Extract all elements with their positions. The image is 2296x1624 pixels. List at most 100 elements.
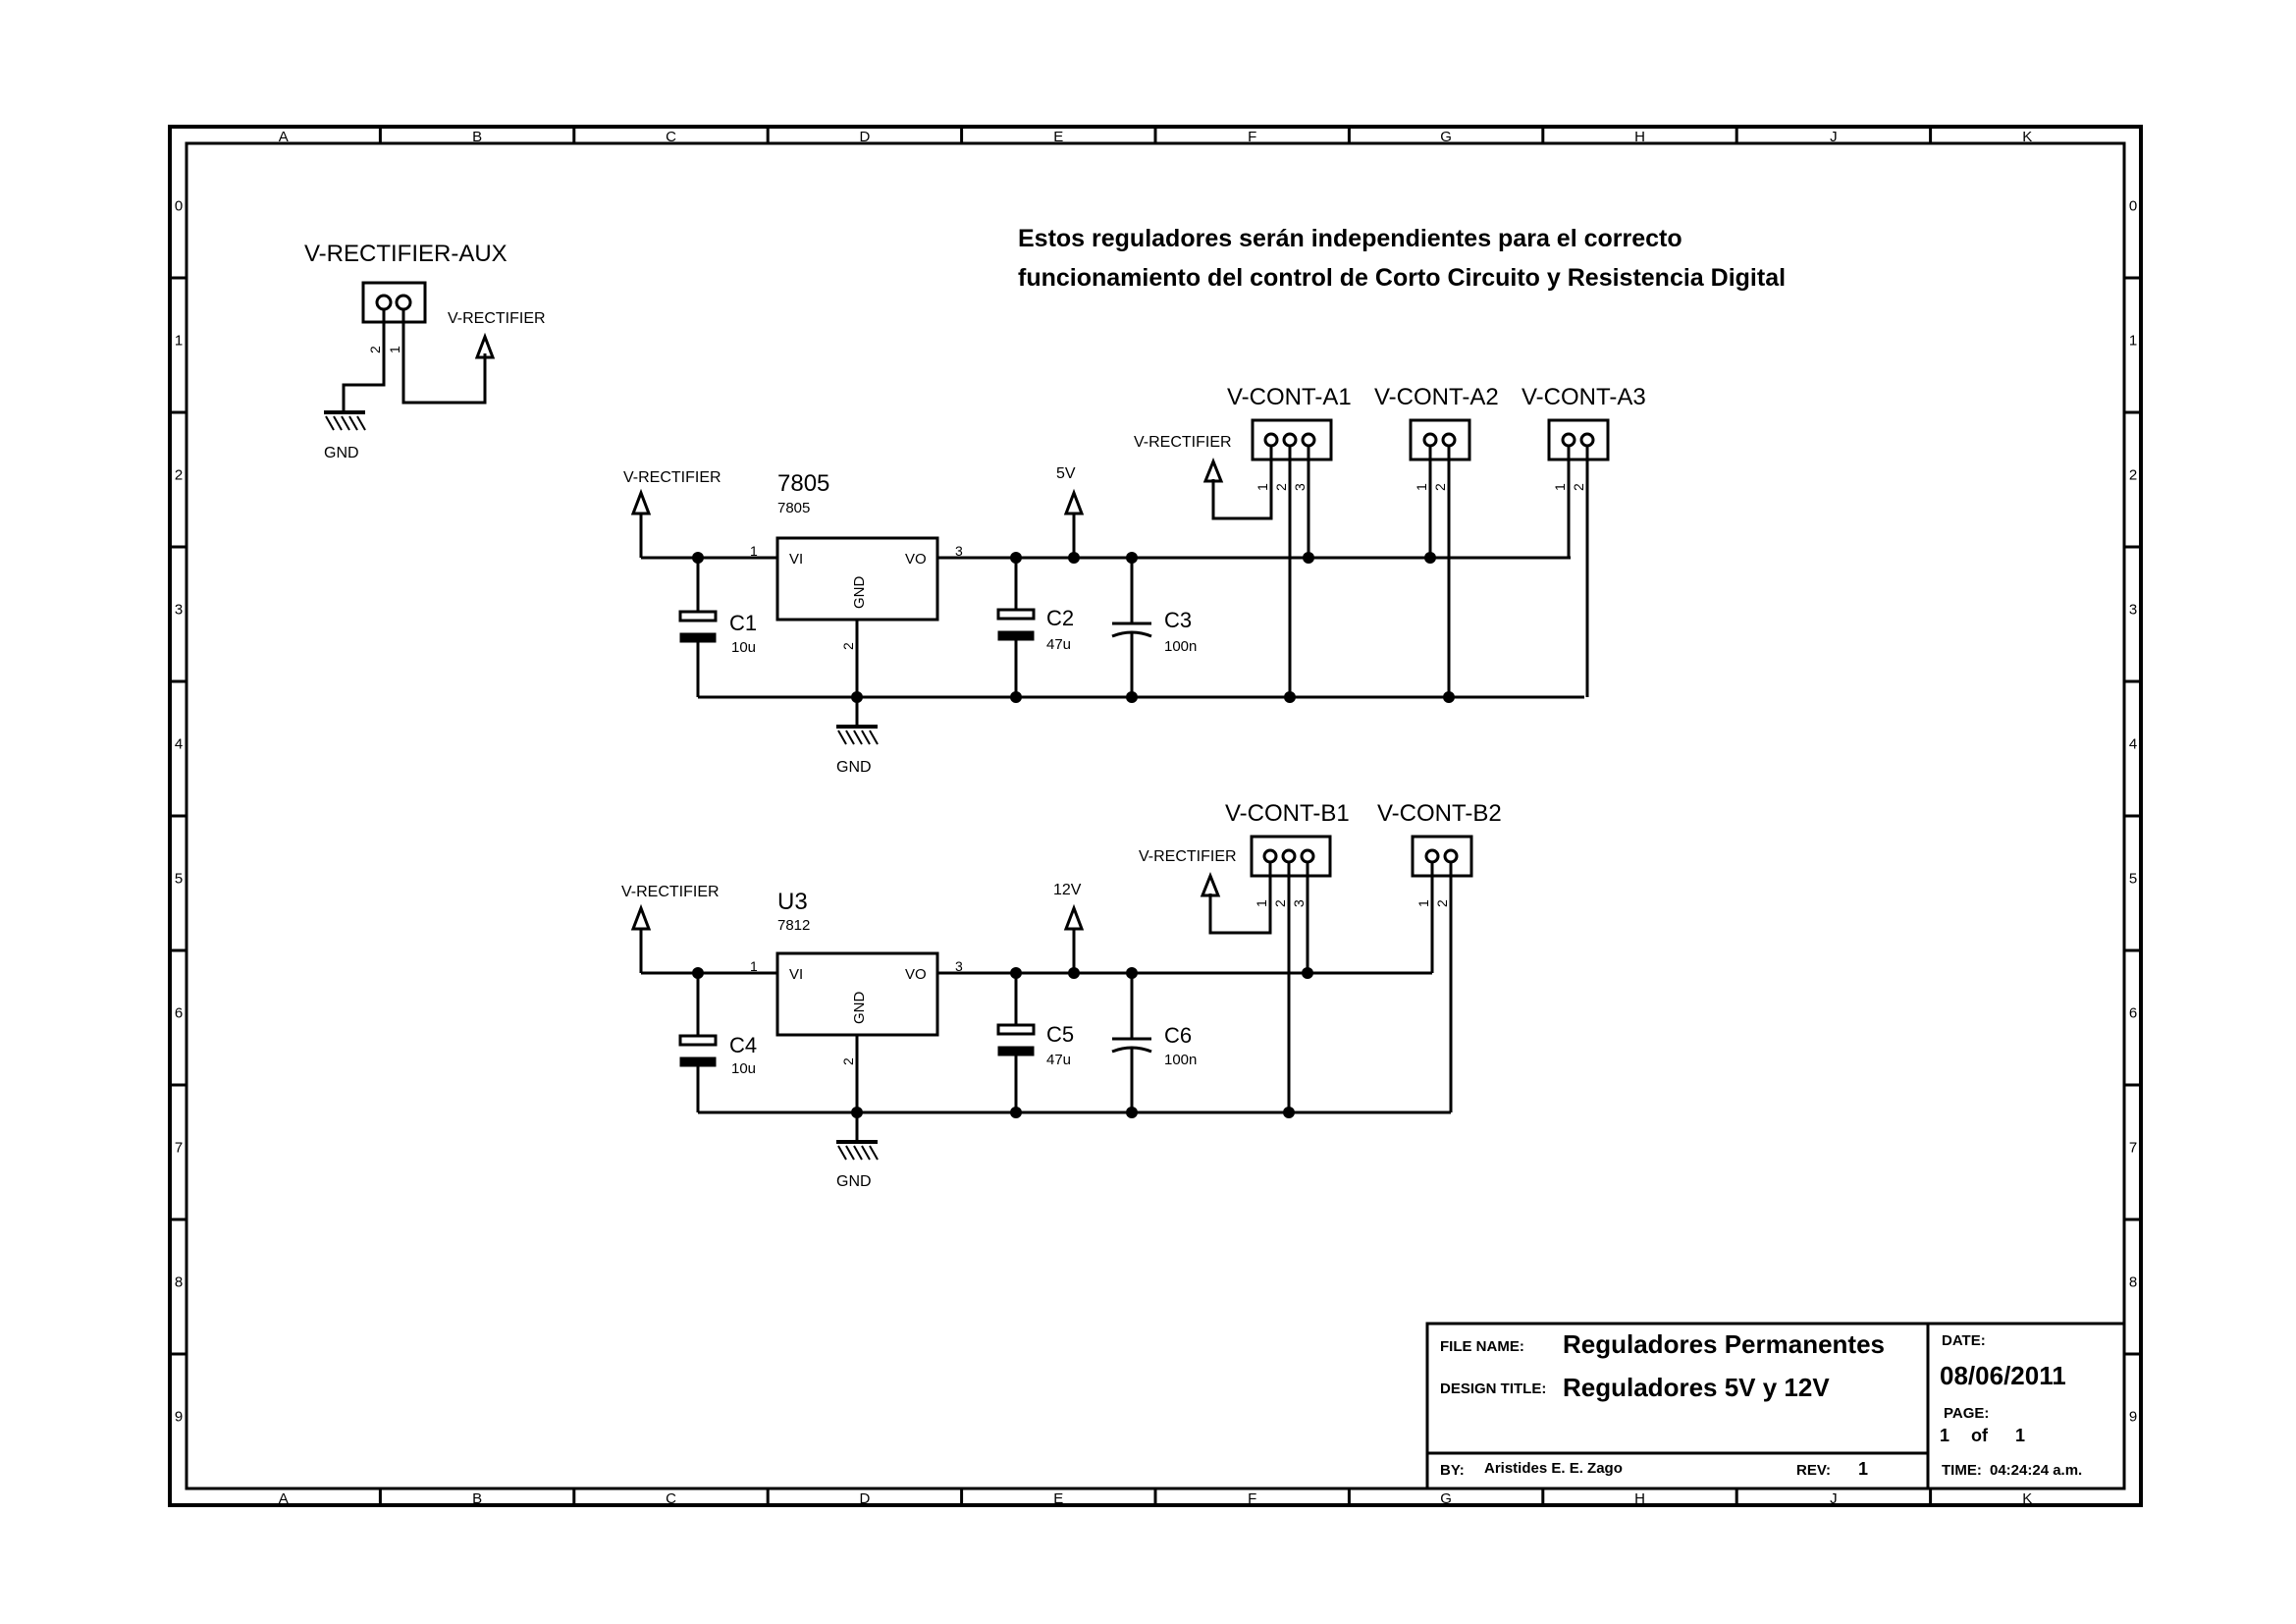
- pin-num: 1: [1552, 483, 1568, 491]
- pin-num: 2: [1571, 483, 1586, 491]
- connector-ref-b1: V-CONT-B1: [1225, 800, 1350, 827]
- output-label-12v: 12V: [1053, 882, 1082, 898]
- ground-symbol: [836, 1140, 879, 1161]
- regulator-value-5v: 7805: [777, 500, 810, 516]
- regulator-num-in: 1: [750, 543, 758, 559]
- border-label-right-2: 2: [2129, 467, 2137, 484]
- ground-symbol: [324, 410, 366, 431]
- border-label-left-1: 1: [175, 333, 183, 350]
- power-arrow-icon: [1202, 457, 1224, 483]
- page-total: 1: [2015, 1426, 2025, 1445]
- border-label-bottom-4: E: [1053, 1490, 1063, 1507]
- power-arrow-icon: [1200, 871, 1221, 897]
- connector-body-a2: [1409, 418, 1471, 461]
- page-label: PAGE:: [1944, 1405, 1989, 1422]
- design-title: Reguladores 5V y 12V: [1563, 1373, 1830, 1402]
- border-label-right-4: 4: [2129, 736, 2137, 753]
- rev-label: REV:: [1796, 1462, 1831, 1479]
- cap-value-c3: 100n: [1164, 638, 1197, 655]
- border-label-left-8: 8: [175, 1274, 183, 1291]
- cap-ref-c4: C4: [729, 1033, 757, 1057]
- connector-ref-a3: V-CONT-A3: [1522, 384, 1646, 410]
- ground-symbol: [836, 725, 879, 745]
- pin-num: 2: [1432, 483, 1448, 491]
- aux-rect-wire: [401, 309, 487, 405]
- border-label-bottom-8: J: [1830, 1490, 1838, 1507]
- border-label-right-9: 9: [2129, 1409, 2137, 1426]
- pin-num: 1: [1255, 483, 1270, 491]
- border-label-bottom-6: G: [1440, 1490, 1452, 1507]
- title-block: FILE NAME: Reguladores Permanentes DESIG…: [1425, 1322, 2126, 1490]
- regulator-num-out: 3: [955, 958, 963, 974]
- time-label: TIME:: [1942, 1462, 1982, 1479]
- border-label-top-8: J: [1830, 129, 1838, 145]
- cap-ref-c3: C3: [1164, 608, 1192, 632]
- circuit-5v: V-RECTIFIER 7805 7805 VI VO GND 1 3 2 GN…: [623, 384, 1646, 776]
- regulator-pin-vi: VI: [789, 966, 803, 983]
- aux-pin-num-1: 1: [387, 346, 402, 353]
- border-label-left-0: 0: [175, 198, 183, 215]
- aux-connector: V-RECTIFIER-AUX 2 1 GND V-RECTIFIER: [304, 241, 546, 461]
- regulator-pin-vi: VI: [789, 551, 803, 568]
- pin-num: 1: [1414, 483, 1429, 491]
- aux-pin-1: [395, 294, 412, 311]
- cap-ref-c6: C6: [1164, 1023, 1192, 1048]
- power-arrow-icon: [630, 903, 652, 931]
- border-label-left-9: 9: [175, 1409, 183, 1426]
- border-label-left-3: 3: [175, 602, 183, 619]
- cap-value-c5: 47u: [1046, 1052, 1071, 1068]
- regulator-ref-12v: U3: [777, 889, 808, 915]
- connector-body-a1: [1251, 418, 1333, 461]
- cap-value-c2: 47u: [1046, 636, 1071, 653]
- regulator-num-in: 1: [750, 958, 758, 974]
- design-title-label: DESIGN TITLE:: [1440, 1380, 1546, 1397]
- regulator-num-gnd: 2: [840, 642, 856, 650]
- cap-ref-c2: C2: [1046, 606, 1074, 630]
- input-label-5v: V-RECTIFIER: [623, 469, 721, 486]
- rev-value: 1: [1858, 1459, 1868, 1479]
- power-arrow-icon: [1063, 903, 1085, 931]
- pin-num: 3: [1292, 483, 1308, 491]
- cap-ref-c1: C1: [729, 611, 757, 635]
- border-label-right-6: 6: [2129, 1005, 2137, 1022]
- note-line-2: funcionamiento del control de Corto Circ…: [1018, 264, 1786, 292]
- connector-body-b1: [1250, 835, 1332, 878]
- border-label-top-6: G: [1440, 129, 1452, 145]
- cap-value-c6: 100n: [1164, 1052, 1197, 1068]
- connector-body-a3: [1547, 418, 1610, 461]
- border-label-right-3: 3: [2129, 602, 2137, 619]
- border-label-bottom-1: B: [472, 1490, 482, 1507]
- note-line-1: Estos reguladores serán independientes p…: [1018, 225, 1682, 252]
- date-label: DATE:: [1942, 1332, 1986, 1349]
- border-label-bottom-3: D: [859, 1490, 870, 1507]
- cap-value-c1: 10u: [731, 639, 756, 656]
- border-label-bottom-5: F: [1248, 1490, 1256, 1507]
- border-label-top-1: B: [472, 129, 482, 145]
- file-name: Reguladores Permanentes: [1563, 1329, 1885, 1359]
- pin-num: 2: [1273, 483, 1289, 491]
- border-label-top-9: K: [2022, 129, 2032, 145]
- border-label-left-6: 6: [175, 1005, 183, 1022]
- by-value: Aristides E. E. Zago: [1484, 1460, 1623, 1477]
- regulator-value-12v: 7812: [777, 917, 810, 934]
- date-value: 08/06/2011: [1940, 1361, 2066, 1390]
- border-label-bottom-7: H: [1634, 1490, 1645, 1507]
- pin-num: 1: [1415, 899, 1431, 907]
- border-label-right-8: 8: [2129, 1274, 2137, 1291]
- border-label-right-1: 1: [2129, 333, 2137, 350]
- regulator-pin-gnd: GND: [851, 992, 868, 1025]
- regulator-ref-5v: 7805: [777, 470, 829, 497]
- border-label-left-5: 5: [175, 871, 183, 888]
- connector-ref-a1: V-CONT-A1: [1227, 384, 1352, 410]
- border-label-left-7: 7: [175, 1140, 183, 1157]
- border-label-right-7: 7: [2129, 1140, 2137, 1157]
- border-label-bottom-2: C: [666, 1490, 676, 1507]
- border-label-bottom-0: A: [279, 1490, 289, 1507]
- aux-gnd-wire: [342, 309, 386, 412]
- border-label-bottom-9: K: [2022, 1490, 2032, 1507]
- regulator-num-gnd: 2: [840, 1057, 856, 1065]
- gnd-label-5v: GND: [836, 759, 872, 776]
